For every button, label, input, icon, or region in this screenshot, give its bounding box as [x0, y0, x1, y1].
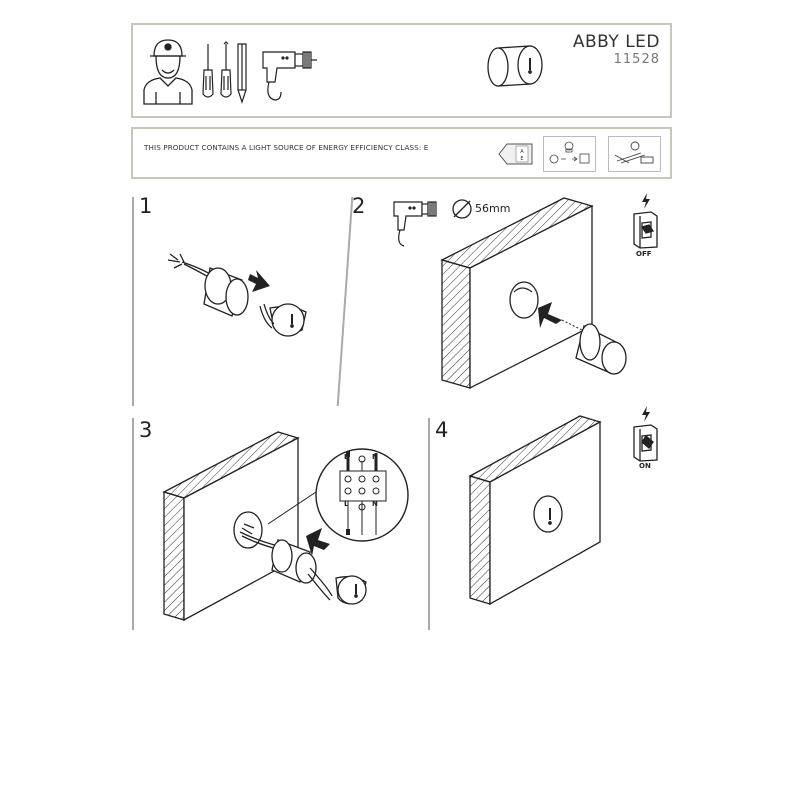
switch-off-label: OFF — [636, 250, 652, 258]
step-3-number: 3 — [139, 418, 153, 442]
step-4-number: 4 — [435, 418, 449, 442]
energy-class-label-icon: A E — [498, 143, 533, 165]
step-4-wall-illustration — [468, 415, 602, 606]
header-panel — [131, 23, 672, 118]
product-thumbnail-icon — [487, 45, 543, 87]
step-2-number: 2 — [352, 194, 366, 218]
switch-on-label: ON — [639, 462, 651, 470]
lightning-icon — [642, 193, 650, 209]
wiring-bottom-label-n: N — [372, 500, 378, 508]
drill-icon — [262, 51, 317, 101]
step-2-wall-illustration — [440, 197, 627, 390]
step-4-divider — [428, 418, 430, 630]
wiring-top-label-n: N — [372, 453, 378, 461]
product-name: ABBY LED — [572, 32, 660, 52]
step-3-divider — [132, 418, 134, 630]
step-2-divider — [336, 197, 354, 406]
energy-icon-box-1 — [543, 136, 596, 172]
wiring-diagram-inset — [315, 448, 409, 542]
product-code: 11528 — [613, 52, 660, 67]
screwdriver-cross-icon — [220, 41, 232, 98]
diameter-icon — [452, 199, 472, 219]
step-1-illustration — [167, 253, 307, 337]
step-3-wall-illustration — [162, 431, 367, 622]
lightning-icon-on — [642, 406, 650, 422]
hole-size-label: 56mm — [475, 202, 511, 215]
tools-icon — [614, 141, 654, 164]
switch-on-icon — [633, 424, 658, 462]
worker-with-helmet-icon — [143, 39, 193, 105]
led-replaceable-icon — [549, 141, 590, 164]
switch-off-icon — [633, 211, 658, 249]
energy-panel — [131, 127, 672, 179]
svg-text:A: A — [520, 149, 524, 155]
svg-text:E: E — [520, 156, 523, 162]
pencil-icon — [237, 43, 247, 104]
energy-class-text: THIS PRODUCT CONTAINS A LIGHT SOURCE OF … — [144, 143, 429, 152]
wiring-bottom-label-l: L — [344, 500, 349, 508]
step-1-divider — [132, 197, 134, 406]
step-1-number: 1 — [139, 194, 153, 218]
screwdriver-flat-icon — [202, 44, 214, 98]
step-2-drill-icon — [393, 201, 437, 247]
energy-icon-box-2 — [608, 136, 661, 172]
wiring-top-label-l: L — [344, 453, 349, 461]
